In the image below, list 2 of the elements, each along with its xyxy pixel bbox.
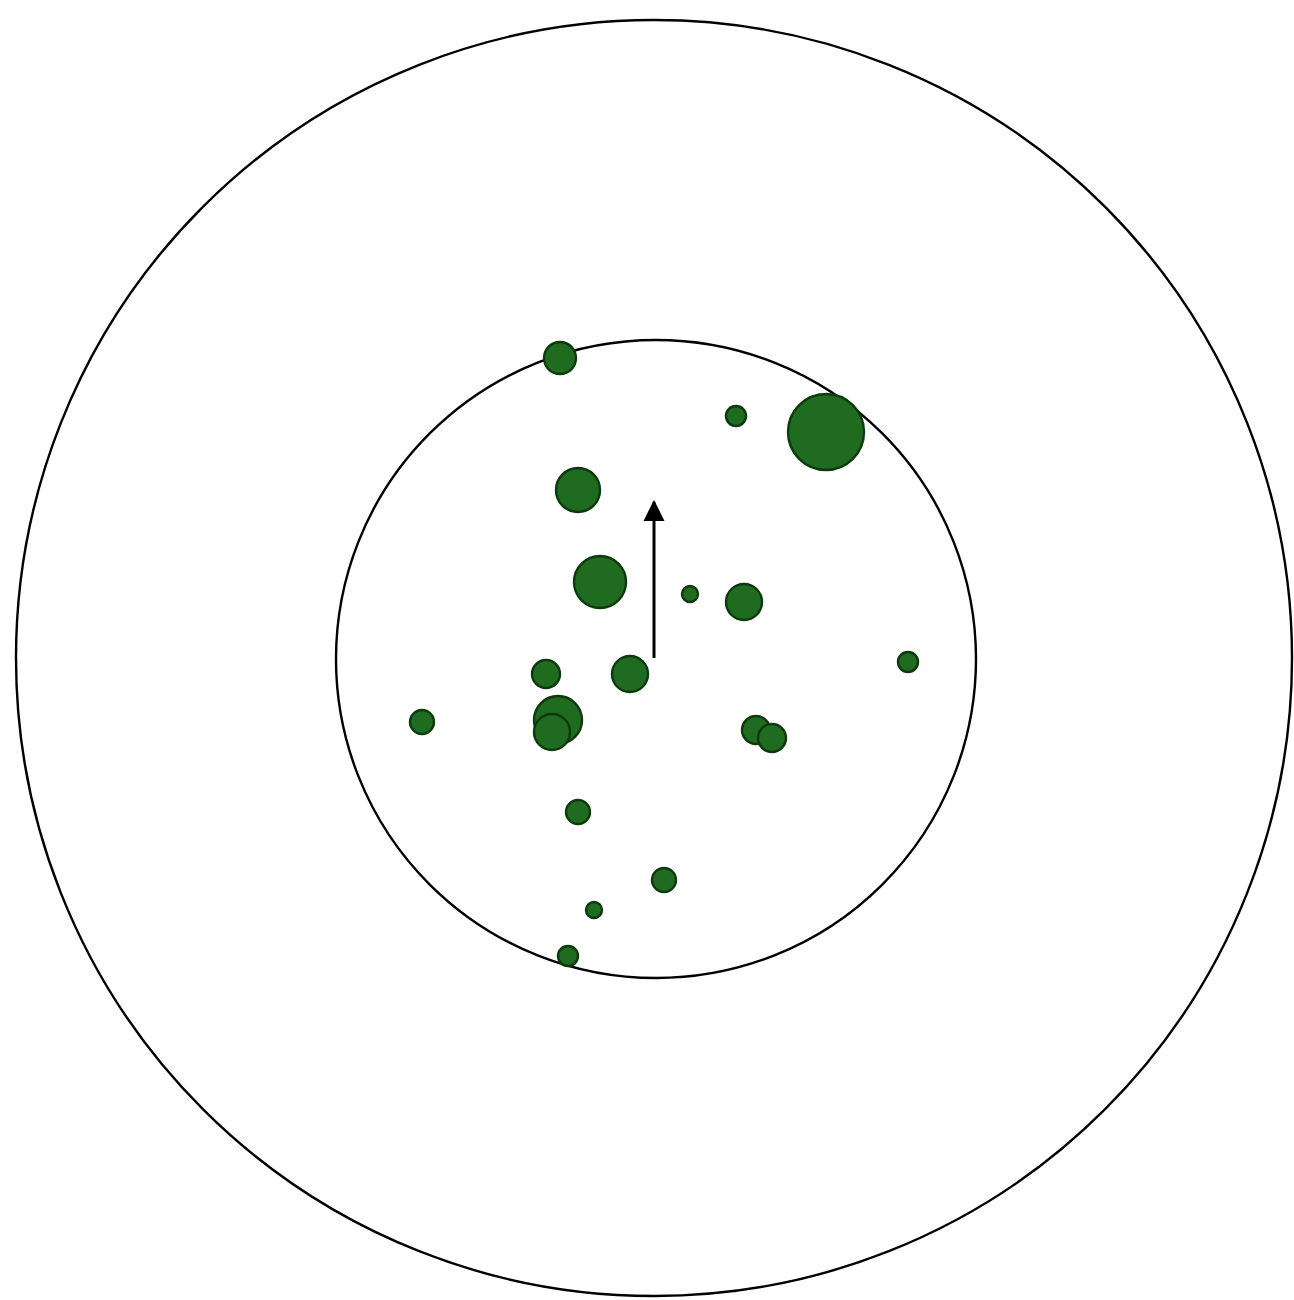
ring-circle bbox=[14, 18, 1294, 1298]
ring-circle bbox=[334, 338, 978, 980]
